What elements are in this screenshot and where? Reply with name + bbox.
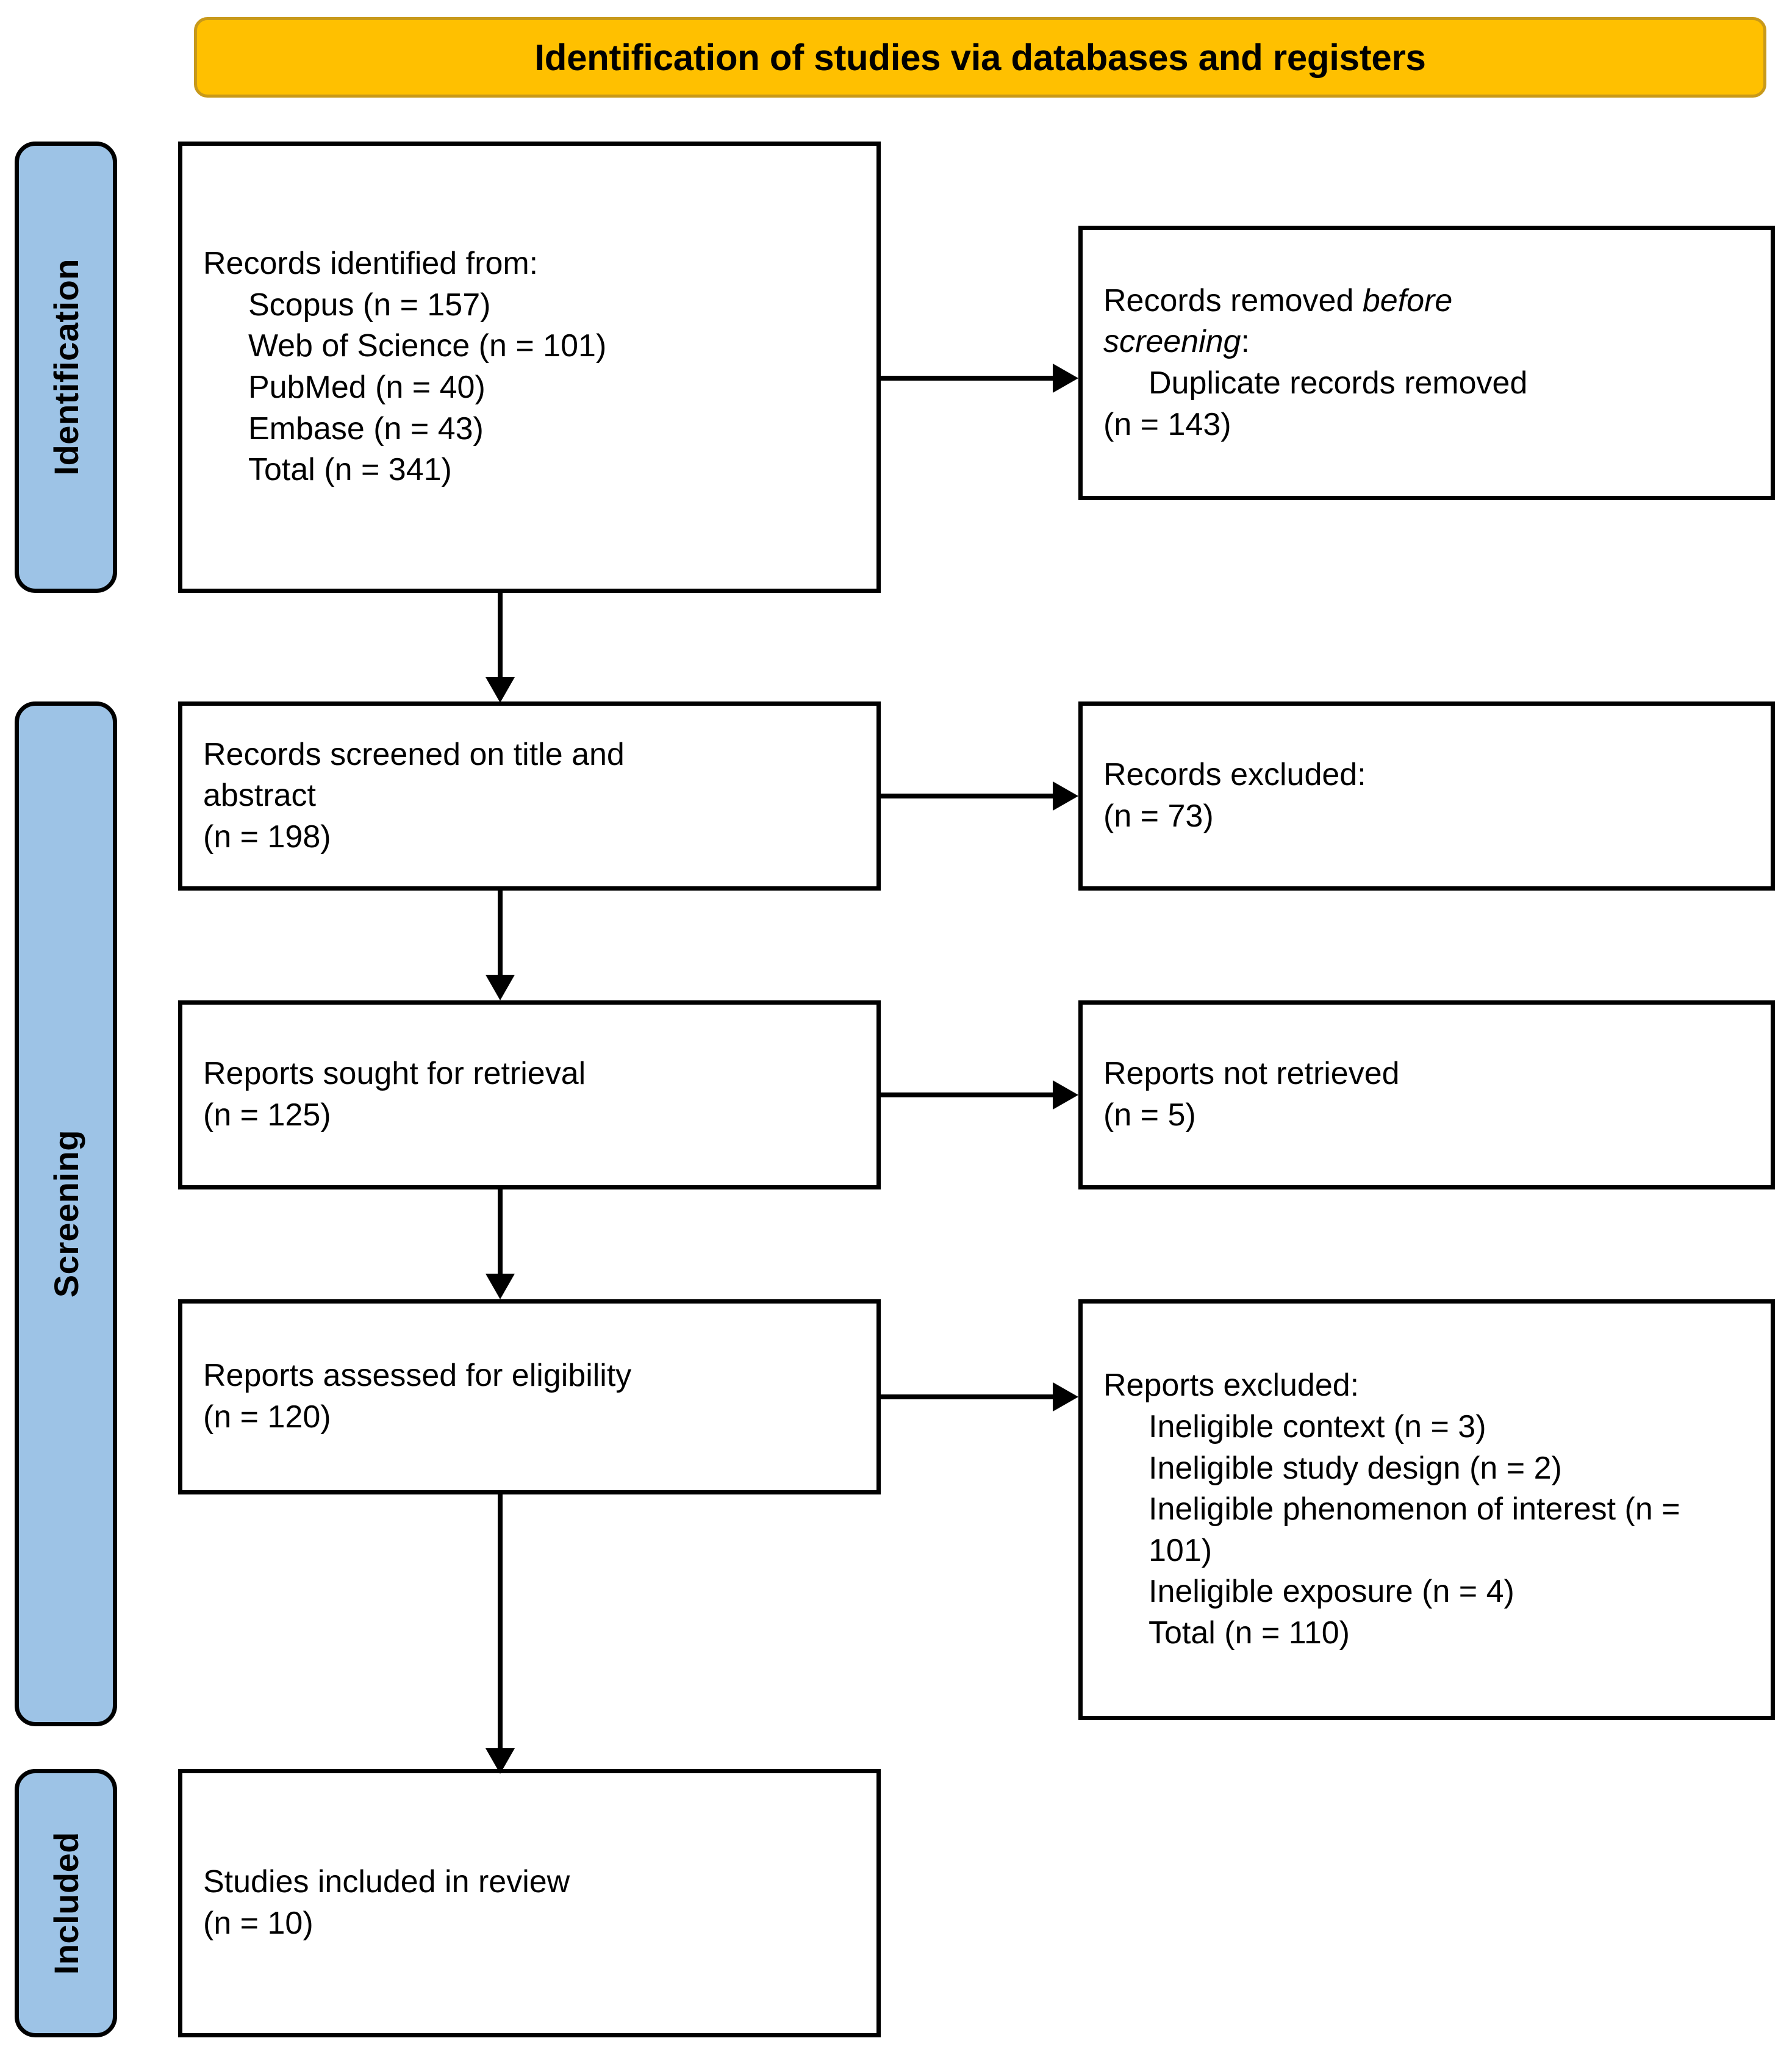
header-title: Identification of studies via databases …: [534, 37, 1426, 78]
node-records-removed-title-line2: screening:: [1103, 321, 1750, 363]
node-records-removed-title-prefix: Records removed: [1103, 282, 1363, 318]
node-records-excluded-body: Records excluded: (n = 73): [1083, 755, 1771, 837]
node-records-removed-item-duplicates: Duplicate records removed: [1149, 365, 1528, 401]
stage-label-included-text: Included: [46, 1831, 85, 1975]
node-records-identified-item-embase: Embase (n = 43): [248, 411, 484, 447]
node-reports-excluded-item-exposure: Ineligible exposure (n = 4): [1149, 1574, 1514, 1610]
stage-label-identification: Identification: [15, 142, 117, 593]
node-reports-assessed: Reports assessed for eligibility (n = 12…: [178, 1299, 881, 1494]
node-reports-not-retrieved: Reports not retrieved (n = 5): [1078, 1000, 1775, 1189]
node-records-removed-item-count: (n = 143): [1103, 406, 1231, 442]
node-records-identified-title: Records identified from:: [203, 246, 539, 282]
node-reports-not-retrieved-count: (n = 5): [1103, 1097, 1196, 1133]
arrow-assessed-to-reports-excluded: [881, 1379, 1082, 1415]
arrow-sought-to-assessed: [482, 1189, 518, 1300]
node-reports-excluded-body: Reports excluded: Ineligible context (n …: [1083, 1365, 1771, 1654]
node-records-excluded: Records excluded: (n = 73): [1078, 701, 1775, 891]
node-records-screened-count: (n = 198): [203, 819, 331, 855]
stage-label-included: Included: [15, 1769, 117, 2037]
stage-label-screening-text: Screening: [46, 1130, 85, 1298]
node-reports-sought-count: (n = 125): [203, 1097, 331, 1133]
stage-label-identification-text: Identification: [46, 259, 85, 476]
node-records-removed-title-colon: :: [1241, 324, 1250, 360]
node-reports-sought-title: Reports sought for retrieval: [203, 1056, 586, 1092]
node-records-screened-body: Records screened on title and abstract (…: [182, 734, 876, 858]
node-records-identified-body: Records identified from: Scopus (n = 157…: [182, 243, 876, 491]
node-studies-included-count: (n = 10): [203, 1906, 314, 1941]
node-reports-assessed-body: Reports assessed for eligibility (n = 12…: [182, 1355, 876, 1438]
header-banner: Identification of studies via databases …: [194, 17, 1766, 98]
node-records-screened-line2: abstract: [203, 778, 316, 814]
node-records-removed: Records removed before screening: Duplic…: [1078, 226, 1775, 500]
node-reports-excluded-item-design: Ineligible study design (n = 2): [1149, 1450, 1562, 1486]
node-reports-excluded: Reports excluded: Ineligible context (n …: [1078, 1299, 1775, 1720]
node-records-identified-item-wos: Web of Science (n = 101): [248, 328, 607, 364]
arrow-sought-to-not-retrieved: [881, 1077, 1082, 1113]
node-records-excluded-title: Records excluded:: [1103, 757, 1366, 793]
node-records-removed-title-italic-screening: screening: [1103, 324, 1241, 360]
node-reports-assessed-title: Reports assessed for eligibility: [203, 1358, 632, 1394]
arrow-identified-to-screened: [482, 593, 518, 704]
node-reports-excluded-item-context: Ineligible context (n = 3): [1149, 1409, 1486, 1445]
arrow-identified-to-removed: [881, 360, 1082, 396]
node-studies-included: Studies included in review (n = 10): [178, 1769, 881, 2037]
node-reports-excluded-item-total: Total (n = 110): [1149, 1615, 1350, 1651]
node-records-identified-item-pubmed: PubMed (n = 40): [248, 370, 486, 405]
node-records-removed-title-line1: Records removed before: [1103, 281, 1750, 322]
node-records-identified-item-scopus: Scopus (n = 157): [248, 287, 491, 323]
node-studies-included-body: Studies included in review (n = 10): [182, 1862, 876, 1944]
node-records-identified: Records identified from: Scopus (n = 157…: [178, 142, 881, 593]
node-records-screened: Records screened on title and abstract (…: [178, 701, 881, 891]
stage-label-screening: Screening: [15, 701, 117, 1726]
node-reports-assessed-count: (n = 120): [203, 1399, 331, 1435]
node-records-screened-line1: Records screened on title and: [203, 736, 625, 772]
node-reports-not-retrieved-title: Reports not retrieved: [1103, 1056, 1400, 1092]
node-records-removed-title-italic-before: before: [1362, 282, 1453, 318]
arrow-assessed-to-included: [482, 1494, 518, 1775]
node-studies-included-title: Studies included in review: [203, 1864, 570, 1900]
node-reports-excluded-item-phenomenon: Ineligible phenomenon of interest (n = 1…: [1149, 1491, 1680, 1568]
node-records-excluded-count: (n = 73): [1103, 798, 1214, 834]
node-records-removed-body: Records removed before screening: Duplic…: [1083, 281, 1771, 445]
node-records-identified-item-total: Total (n = 341): [248, 452, 452, 488]
node-reports-excluded-title: Reports excluded:: [1103, 1368, 1360, 1404]
node-reports-not-retrieved-body: Reports not retrieved (n = 5): [1083, 1053, 1771, 1136]
arrow-screened-to-records-excluded: [881, 778, 1082, 814]
node-reports-sought-body: Reports sought for retrieval (n = 125): [182, 1053, 876, 1136]
arrow-screened-to-sought: [482, 891, 518, 1002]
node-reports-sought: Reports sought for retrieval (n = 125): [178, 1000, 881, 1189]
